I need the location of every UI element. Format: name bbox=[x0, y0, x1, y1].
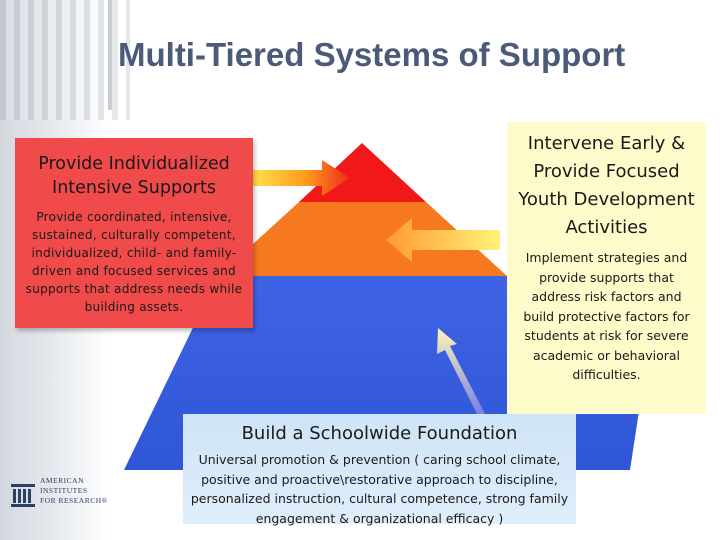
logo-line-3: FOR RESEARCH® bbox=[40, 496, 108, 505]
logo-mark-icon bbox=[11, 484, 35, 507]
arrow-icon bbox=[386, 218, 500, 262]
logo-line-2: INSTITUTES bbox=[40, 486, 88, 495]
tier-middle-heading: Intervene Early & Provide Focused Youth … bbox=[518, 133, 695, 238]
tier-base-description: Universal promotion & prevention ( carin… bbox=[190, 452, 569, 526]
logo-line-1: AMERICAN bbox=[40, 476, 85, 485]
title-divider bbox=[108, 0, 112, 110]
arrow-icon bbox=[437, 328, 486, 420]
arrow-icon bbox=[253, 160, 350, 196]
organization-logo: AMERICAN INSTITUTES FOR RESEARCH® bbox=[10, 476, 110, 516]
tier-base-callout: Build a Schoolwide Foundation Universal … bbox=[183, 414, 576, 526]
slide-title: Multi-Tiered Systems of Support bbox=[118, 36, 626, 73]
tier-middle-callout: Intervene Early & Provide Focused Youth … bbox=[507, 122, 706, 414]
tier-top-heading: Provide Individualized Intensive Support… bbox=[38, 154, 230, 198]
tier-middle-description: Implement strategies and provide support… bbox=[523, 250, 690, 382]
tier-top-description: Provide coordinated, intensive, sustaine… bbox=[25, 210, 243, 314]
logo-wordmark: AMERICAN INSTITUTES FOR RESEARCH® bbox=[40, 476, 110, 506]
tier-base-heading: Build a Schoolwide Foundation bbox=[241, 423, 518, 444]
tier-top-callout: Provide Individualized Intensive Support… bbox=[15, 138, 253, 328]
pyramid-tier-middle bbox=[218, 202, 507, 276]
registered-mark: ® bbox=[101, 496, 108, 505]
